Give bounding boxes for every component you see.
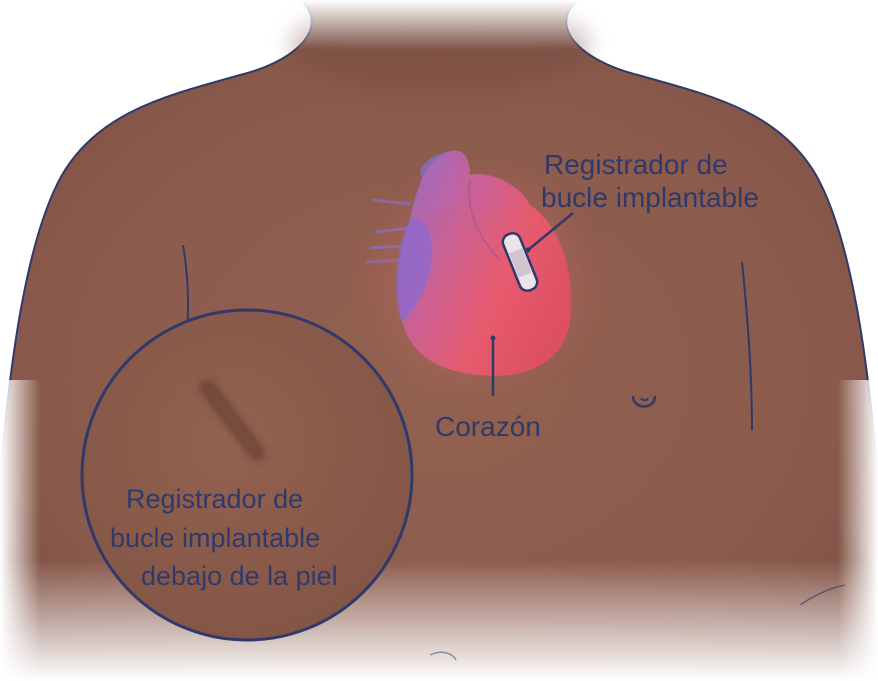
inset-label-line2: bucle implantable (110, 523, 320, 553)
device-leader-line (527, 212, 574, 251)
lower-center-crease (429, 651, 457, 661)
heart (398, 150, 571, 376)
heart-leader-dot (490, 335, 496, 341)
inset-label-line3: debajo de la piel (141, 561, 338, 591)
lower-right-crease (799, 584, 846, 606)
fade-top (0, 0, 878, 50)
implant-device (501, 231, 539, 293)
heart-label: Corazón (435, 411, 541, 442)
inset-label-line1: Registrador de (126, 484, 303, 514)
inset-circle (80, 308, 414, 642)
device-label-line1: Registrador de (544, 149, 728, 180)
device-label-line2: bucle implantable (541, 182, 759, 213)
nipple (631, 395, 657, 408)
implant-under-skin (200, 380, 264, 460)
fade-right (838, 380, 878, 681)
heart-right-atrium (396, 219, 432, 322)
right-arm-crease (741, 261, 753, 431)
fade-left (0, 380, 40, 681)
nipple-dot (640, 397, 649, 402)
inset-magnifier: Registrador de bucle implantable debajo … (80, 308, 414, 642)
device-leader-dot (525, 247, 531, 253)
heart-seam (468, 179, 501, 261)
